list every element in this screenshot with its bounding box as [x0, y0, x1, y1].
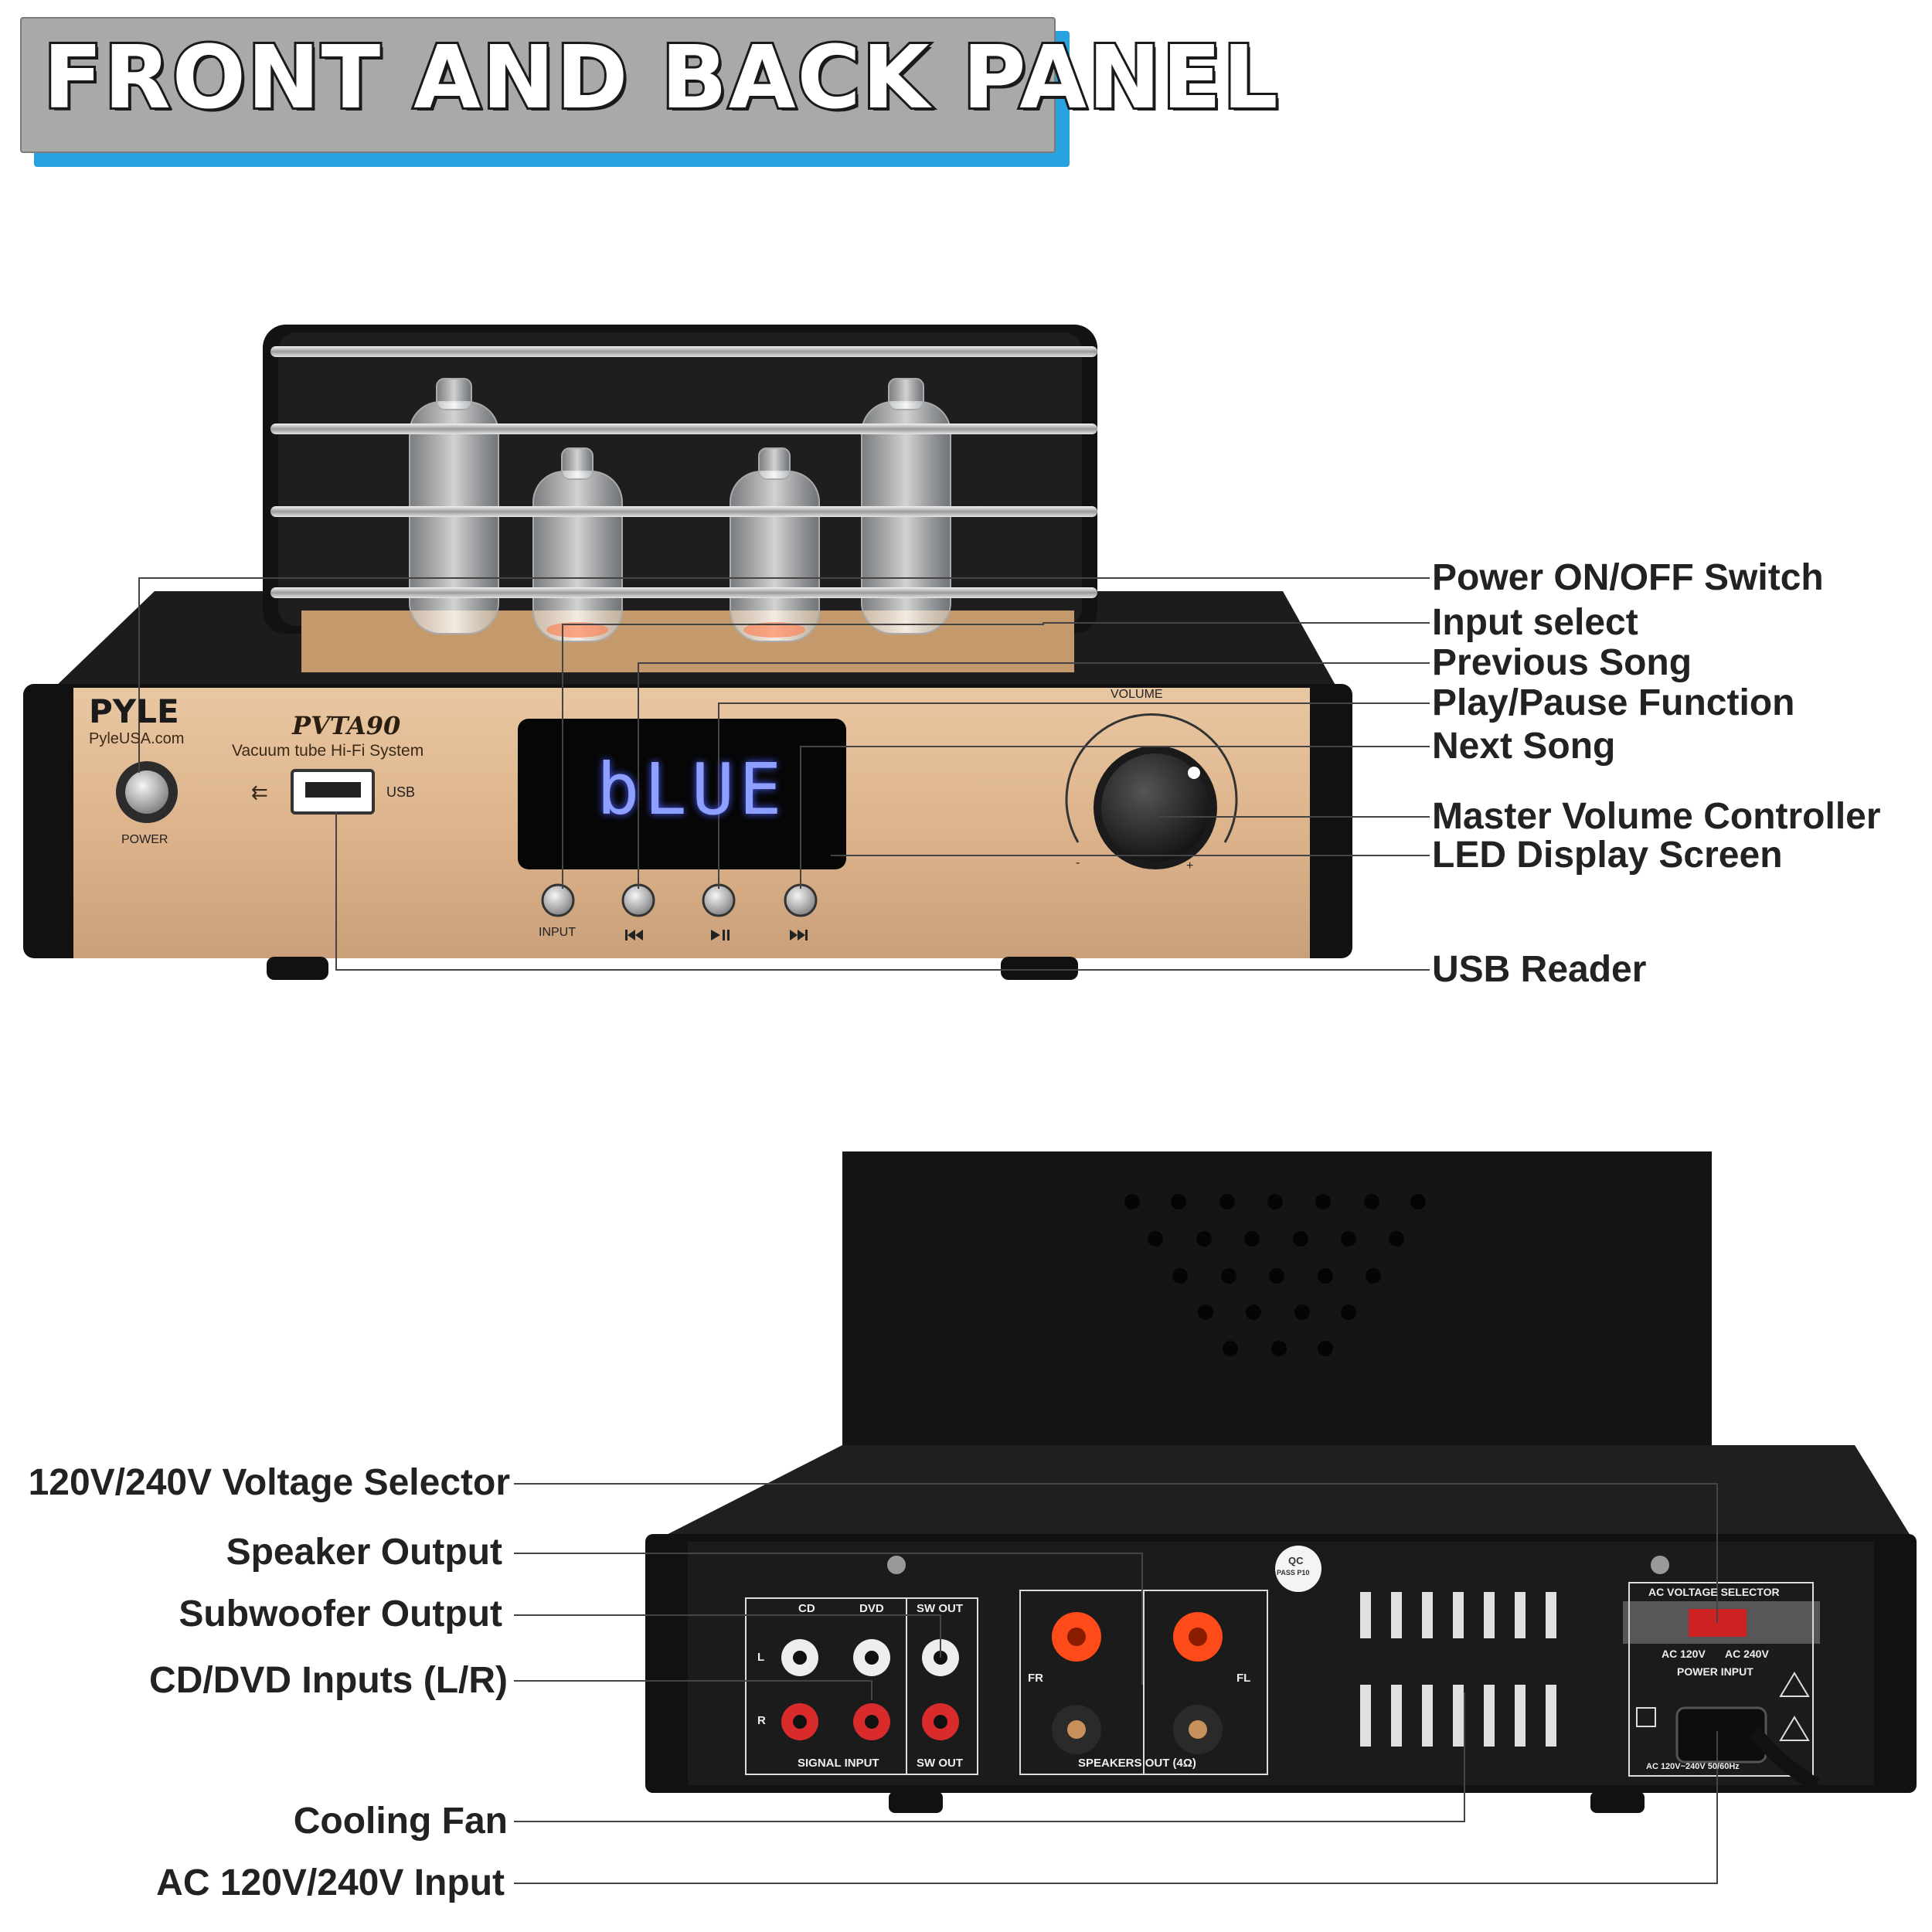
input-button[interactable] [541, 883, 575, 917]
tube-guard-rods [270, 346, 1097, 598]
volume-label: VOLUME [1111, 688, 1163, 701]
callout-subwoofer-output: Subwoofer Output [179, 1594, 502, 1634]
ac-240-label: AC 240V [1725, 1648, 1769, 1660]
sw-out-bottom-label: SW OUT [917, 1757, 963, 1770]
volume-knob[interactable] [1101, 753, 1209, 862]
power-panel [1628, 1582, 1814, 1777]
qc-code: PASS P10 [1277, 1569, 1310, 1577]
qc-label: QC [1288, 1555, 1304, 1566]
callout-usb-reader: USB Reader [1432, 949, 1647, 990]
brand-website: PyleUSA.com [89, 730, 185, 747]
dvd-label: DVD [859, 1602, 884, 1615]
model-name: PVTA90 [292, 711, 401, 740]
speakers-out-label: SPEAKERS OUT (4Ω) [1078, 1757, 1196, 1770]
play-pause-button[interactable] [702, 883, 736, 917]
power-cord [1748, 1726, 1820, 1791]
volume-minus: - [1076, 856, 1080, 869]
callout-play-pause: Play/Pause Function [1432, 682, 1795, 723]
fr-label: FR [1028, 1672, 1043, 1685]
usb-label: USB [386, 784, 416, 800]
callout-previous-song: Previous Song [1432, 642, 1692, 683]
right-channel-label: R [757, 1714, 766, 1727]
warning-icon [1779, 1716, 1810, 1741]
screw [1651, 1556, 1669, 1574]
signal-input-label: SIGNAL INPUT [798, 1757, 879, 1770]
title-banner [20, 17, 1056, 153]
cooling-fan-slots [1360, 1592, 1556, 1747]
callout-cooling-fan: Cooling Fan [293, 1801, 508, 1842]
front-buttons [541, 883, 818, 917]
previous-icon [628, 930, 635, 940]
callout-power-switch: Power ON/OFF Switch [1432, 557, 1824, 598]
callout-ac-input: AC 120V/240V Input [156, 1862, 505, 1903]
callout-cd-dvd-inputs: CD/DVD Inputs (L/R) [149, 1660, 508, 1701]
power-button[interactable] [125, 770, 168, 814]
ac-120-label: AC 120V [1662, 1648, 1706, 1660]
qc-sticker [1275, 1546, 1321, 1592]
transport-icons [625, 930, 808, 940]
next-icon [790, 930, 798, 940]
callout-speaker-output: Speaker Output [226, 1532, 502, 1573]
led-display-text: bLUE [597, 748, 787, 831]
volume-arc [1065, 713, 1238, 843]
ac-rating-label: AC 120V~240V 50/60Hz [1646, 1762, 1740, 1771]
callout-volume: Master Volume Controller [1432, 796, 1881, 837]
play-pause-icon [711, 930, 720, 940]
callout-led-display: LED Display Screen [1432, 835, 1783, 876]
page-title: FRONT AND BACK PANEL [41, 26, 1281, 131]
cd-label: CD [798, 1602, 815, 1615]
power-label: POWER [121, 833, 168, 846]
usb-icon: ⇇ [251, 781, 268, 804]
class-ii-icon [1636, 1707, 1656, 1727]
ac-voltage-selector-label: AC VOLTAGE SELECTOR [1648, 1586, 1780, 1598]
input-label: INPUT [539, 926, 576, 939]
callout-input-select: Input select [1432, 602, 1638, 643]
warning-icon [1779, 1672, 1810, 1697]
power-input-label: POWER INPUT [1677, 1665, 1753, 1678]
left-channel-label: L [757, 1651, 765, 1664]
volume-plus: + [1186, 859, 1194, 872]
vent-holes [1124, 1194, 1426, 1356]
screw [887, 1556, 906, 1574]
fl-label: FL [1236, 1672, 1251, 1685]
back-chassis-top [645, 1445, 1917, 1546]
rca-panel [745, 1597, 978, 1775]
callout-voltage-selector: 120V/240V Voltage Selector [28, 1462, 510, 1503]
previous-button[interactable] [621, 883, 655, 917]
speaker-terminals [1052, 1612, 1223, 1754]
brand-logo: PYLE [89, 692, 179, 730]
rca-jacks [781, 1639, 959, 1740]
back-callout-lines [514, 1483, 1718, 1884]
led-display [518, 719, 846, 869]
sw-out-top-label: SW OUT [917, 1602, 963, 1615]
model-subtitle: Vacuum tube Hi-Fi System [232, 742, 424, 760]
next-button[interactable] [784, 883, 818, 917]
callout-next-song: Next Song [1432, 726, 1616, 767]
front-callout-lines [138, 577, 1430, 971]
